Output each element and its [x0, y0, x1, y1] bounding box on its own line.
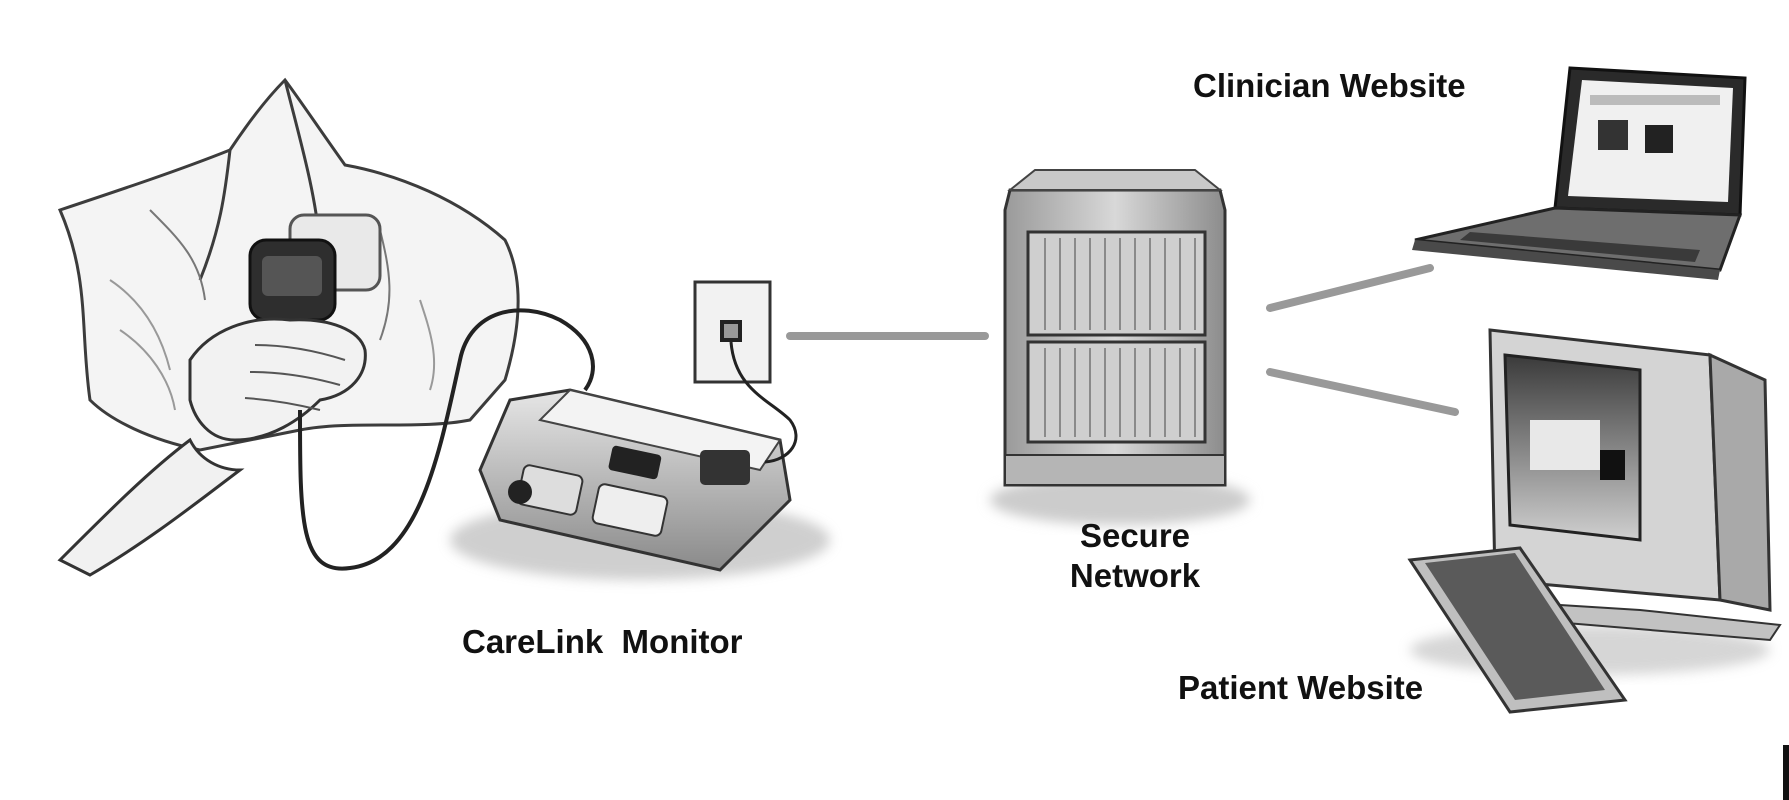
secure-network-label-line-2: Network	[1069, 556, 1201, 594]
link-server-to-desktop	[1266, 368, 1459, 416]
secure-network-label-line-1: Secure	[1079, 517, 1191, 554]
carelink-monitor-icon	[450, 388, 830, 580]
patient-holding-device-icon	[57, 77, 520, 577]
patient-website-label: Patient Website	[1178, 669, 1424, 706]
carelink-monitor-label: CareLink Monitor	[462, 623, 743, 660]
phone-cable	[729, 341, 798, 464]
laptop-icon	[1412, 66, 1747, 280]
secure-network-label: Secure Network	[1040, 516, 1230, 595]
edge-mark	[1783, 745, 1789, 800]
desktop-computer-icon	[1407, 328, 1782, 714]
clinician-website-label: Clinician Website	[1193, 67, 1466, 104]
server-icon	[990, 169, 1250, 525]
phone-wall-jack-icon	[693, 280, 772, 384]
link-server-to-laptop	[1266, 264, 1434, 312]
device-cable	[298, 308, 595, 571]
